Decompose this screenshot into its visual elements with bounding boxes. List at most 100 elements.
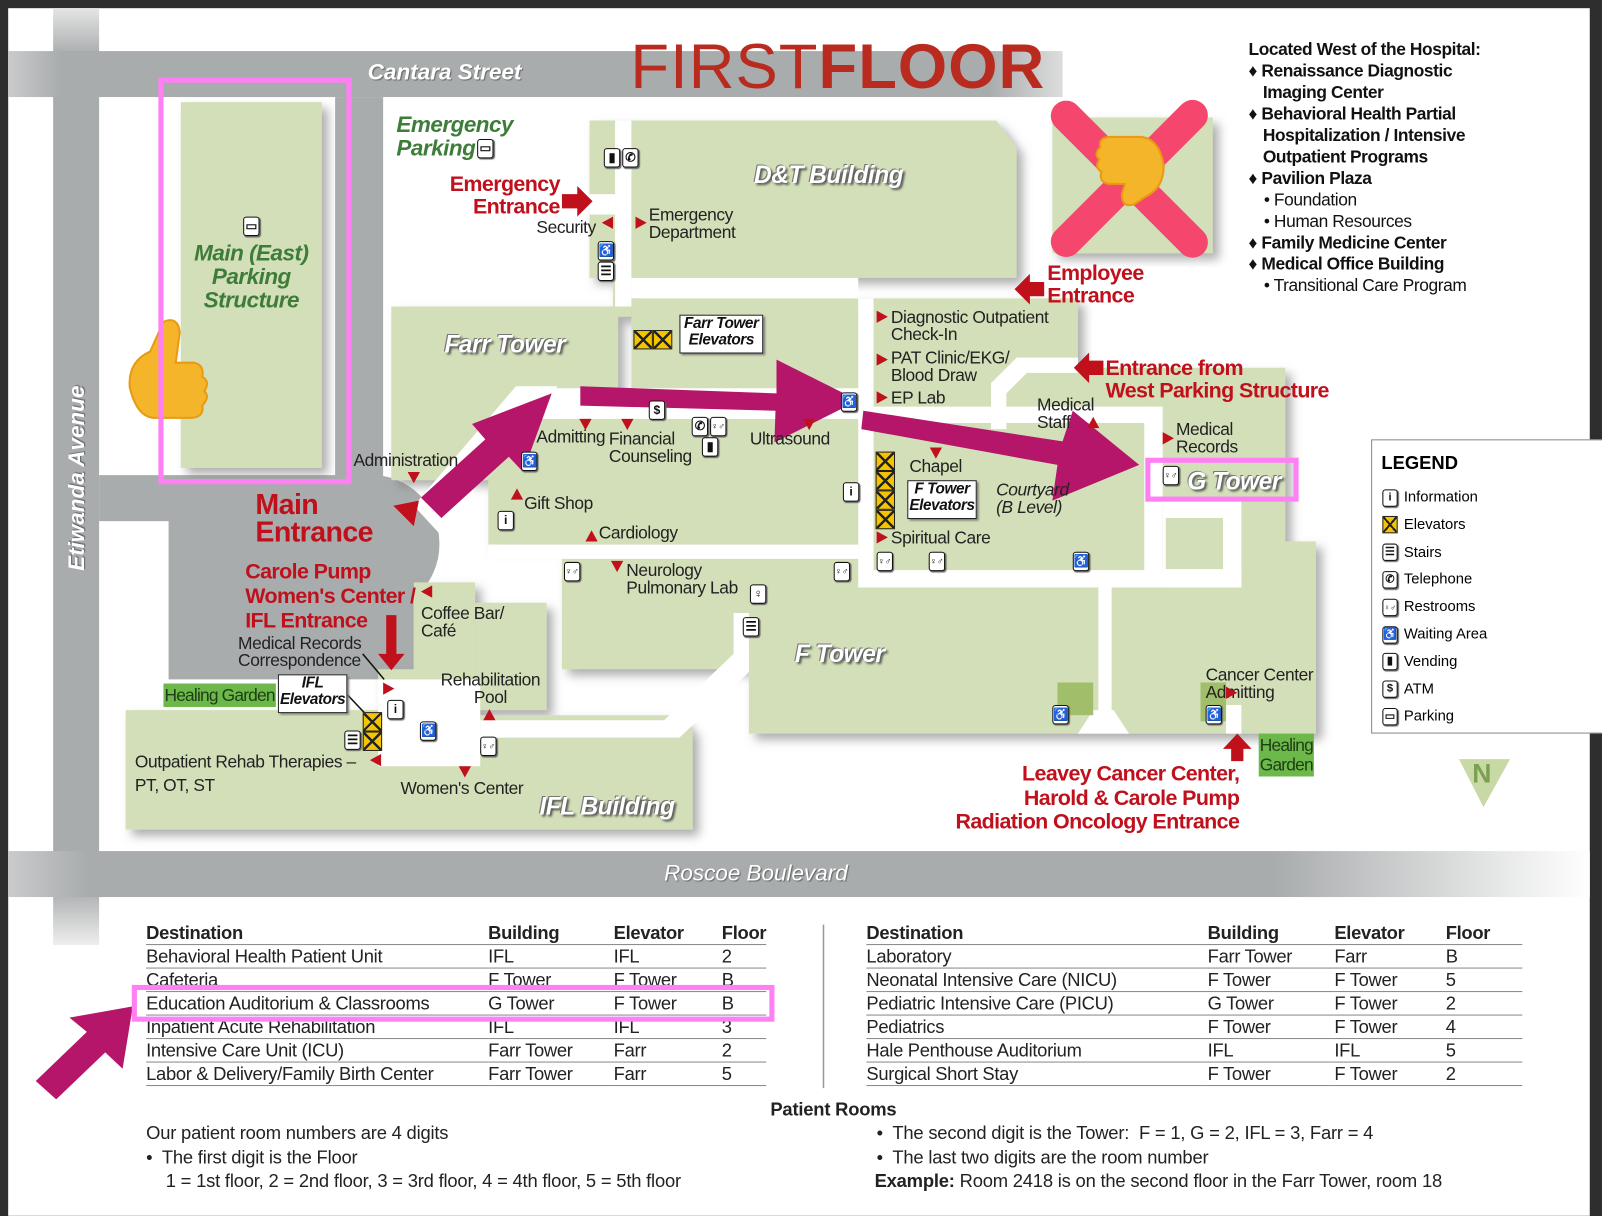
restrooms-icon: ♀♂	[833, 561, 851, 582]
pointer-triangle	[420, 585, 433, 598]
pointer-triangle	[1162, 432, 1174, 445]
elevator-icon	[362, 712, 383, 732]
pointer-triangle	[585, 530, 598, 542]
waiting-area-icon: ♿	[1205, 704, 1222, 725]
womens-center-entrance-label: Carole Pump Women's Center / IFL Entranc…	[245, 559, 416, 633]
telephone-icon: ✆	[691, 416, 709, 437]
west-parking-entrance-label: Entrance from West Parking Structure	[1105, 356, 1329, 403]
pointer-triangle	[876, 531, 888, 544]
restrooms-icon: ♀♂	[876, 551, 893, 572]
table-cell: F Tower	[613, 991, 722, 1016]
main-entrance-driveway	[99, 475, 440, 680]
highlight-g-tower	[1145, 457, 1299, 502]
building-ifl: IFL Building	[539, 792, 675, 821]
parking-icon: ▭	[243, 216, 260, 237]
legend-label: Waiting Area	[1403, 626, 1488, 643]
table-cell: B	[721, 991, 767, 1016]
elevator-icon	[875, 471, 896, 491]
table-cell: Pediatrics	[866, 1015, 1208, 1040]
waiting-area-icon: ♿	[419, 721, 437, 741]
page-title: FIRSTFLOOR	[630, 31, 1045, 104]
table-cell: Laboratory	[866, 944, 1208, 969]
title-first: FIRST	[630, 31, 819, 103]
employee-entrance-arrow	[1014, 273, 1045, 305]
restrooms-icon: ♀♂	[1162, 465, 1180, 486]
building-g-tower: G Tower	[1187, 467, 1281, 496]
parking-structure	[180, 102, 322, 468]
table-cell: F Tower	[1334, 968, 1446, 993]
legend-item: ☰Stairs	[1382, 543, 1442, 563]
pointer-triangle	[803, 418, 816, 431]
parking-icon: ▭	[1382, 708, 1398, 726]
table-cell: Farr	[613, 1038, 722, 1063]
label-emergency-department: Emergency Department	[648, 205, 736, 243]
main-entrance-label: Main Entrance	[255, 488, 373, 548]
waiting-area-icon: ♿	[840, 392, 858, 412]
womens-entrance-arrow	[378, 615, 405, 671]
elevator-icon	[362, 731, 383, 751]
cancer-center-entrance-label: Leavey Cancer Center, Harold & Carole Pu…	[955, 762, 1240, 834]
west-list-item: ♦ Renaissance Diagnostic Imaging Center	[1248, 61, 1453, 103]
column-header: Destination	[866, 921, 1208, 946]
legend-item: ♀♂Restrooms	[1382, 598, 1475, 618]
label-ep-lab: EP Lab	[890, 388, 946, 408]
label-ultrasound: Ultrasound	[749, 429, 830, 449]
table-cell: 4	[1445, 1015, 1523, 1040]
legend-label: Stairs	[1403, 544, 1442, 561]
label-neurology: Neurology Pulmonary Lab	[626, 560, 738, 598]
label-gift-shop: Gift Shop	[524, 493, 593, 513]
vending-icon: ▮	[701, 437, 719, 457]
road-parking-lane	[335, 97, 384, 486]
restrooms-icon: ♀♂	[480, 736, 497, 757]
rooms-example: Example: Room 2418 is on the second floo…	[875, 1170, 1443, 1194]
restrooms-icon: ♀♂	[710, 416, 727, 437]
table-cell: B	[1445, 944, 1523, 969]
highlight-main-parking	[158, 77, 352, 485]
waiting-area-icon: ♿	[521, 451, 538, 472]
elevator-icon	[633, 330, 653, 350]
restrooms-icon: ♀♂	[563, 561, 581, 582]
pointer-triangle	[876, 310, 888, 323]
rooms-text: 1 = 1st floor, 2 = 2nd floor, 3 = 3rd fl…	[146, 1170, 681, 1192]
building-farr-tower: Farr Tower	[444, 331, 566, 359]
elevator-icon	[875, 509, 896, 530]
thumbs-down-icon	[1095, 135, 1165, 207]
pointer-triangle	[1226, 686, 1238, 699]
pointer-triangle	[876, 391, 888, 404]
main-parking-structure-label: Main (East) Parking Structure	[194, 240, 309, 313]
vending-icon: ▮	[603, 148, 621, 168]
label-medical-staff: Medical Staff	[1037, 395, 1095, 433]
legend-item: Elevators	[1382, 516, 1466, 536]
label-outpatient-rehab: Outpatient Rehab Therapies – PT, OT, ST	[134, 751, 356, 795]
legend-label: Elevators	[1403, 516, 1466, 534]
vending-icon: ▮	[1382, 653, 1398, 671]
label-diagnostic-checkin: Diagnostic Outpatient Check-In	[890, 307, 1049, 345]
legend-label: ATM	[1403, 681, 1434, 698]
west-list-item: ♦ Family Medicine Center	[1248, 232, 1447, 253]
pointer-triangle	[458, 766, 472, 778]
table-cell: F Tower	[1334, 1062, 1446, 1087]
label-medical-records-correspondence: Medical Records Correspondence	[238, 633, 362, 671]
road-roscoe	[8, 851, 1590, 898]
label-medical-records: Medical Records	[1175, 419, 1238, 457]
west-list-item: • Transitional Care Program	[1263, 275, 1467, 296]
stairs-icon: ☰	[597, 261, 615, 281]
street-etiwanda: Etiwanda Avenue	[63, 385, 89, 571]
label-pat-clinic: PAT Clinic/EKG/ Blood Draw	[890, 348, 1010, 386]
label-rehab-pool: Rehabilitation Pool	[440, 670, 541, 708]
table-cell: G Tower	[488, 991, 614, 1016]
building-f-tower: F Tower	[794, 640, 885, 669]
legend-label: Information	[1403, 489, 1478, 506]
highlight-education-row	[131, 984, 775, 1022]
table-cell: Farr Tower	[488, 1062, 614, 1087]
